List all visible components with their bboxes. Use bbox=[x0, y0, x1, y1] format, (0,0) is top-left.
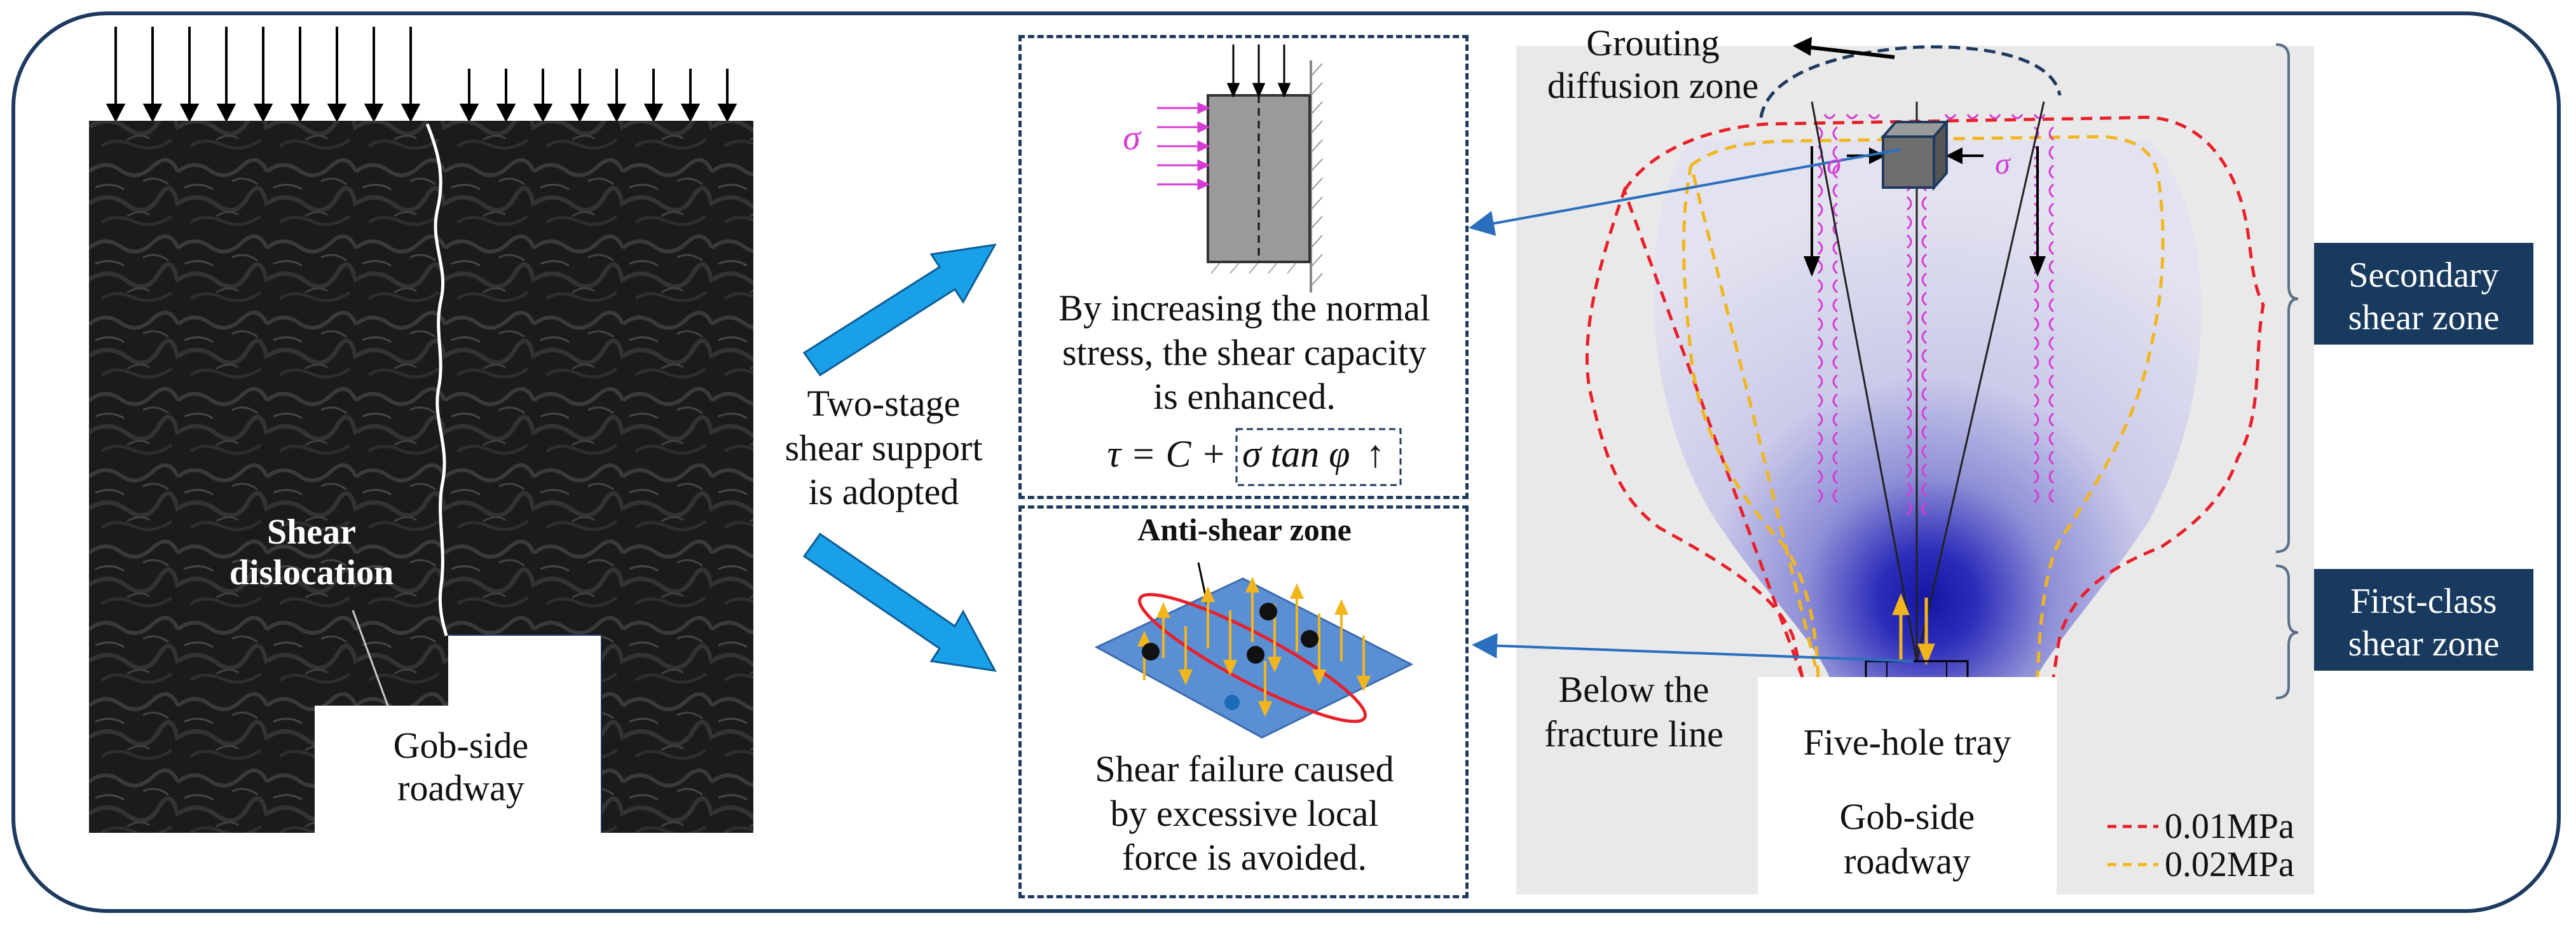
outer-frame bbox=[11, 11, 2561, 913]
left-roadway-label: Gob-side roadway bbox=[356, 725, 566, 809]
first-zone-bracket bbox=[2275, 565, 2299, 699]
right-roadway-line2: roadway bbox=[1844, 840, 1971, 882]
sigma-symbol-top: σ bbox=[1123, 118, 1141, 158]
grouting-line2: diffusion zone bbox=[1547, 64, 1759, 106]
load-arrows bbox=[106, 27, 737, 123]
grouting-line1: Grouting bbox=[1586, 22, 1720, 64]
block-top-arrows bbox=[1226, 45, 1291, 98]
grout-boundary bbox=[1759, 45, 2062, 118]
first-class-shear-zone-label: First-class shear zone bbox=[2314, 569, 2533, 671]
sigma-right-label: σ bbox=[1995, 147, 2010, 181]
shear-dislocation-label: Shear dislocation bbox=[191, 512, 432, 594]
gob-side-roadway-left bbox=[315, 706, 601, 833]
legend-label-0-02mpa: 0.02MPa bbox=[2165, 845, 2294, 884]
shear-crack bbox=[425, 123, 448, 636]
left-roadway-line1: Gob-side bbox=[393, 725, 529, 766]
contour-0-02mpa bbox=[1682, 135, 2165, 678]
fracture-line-label: Below the fracture line bbox=[1513, 668, 1755, 756]
legend-label-0-01mpa: 0.01MPa bbox=[2165, 807, 2294, 846]
leader-line bbox=[352, 610, 389, 706]
anti-shear-title: Anti-shear zone bbox=[1137, 512, 1352, 547]
five-hole-tray-label: Five-hole tray bbox=[1803, 722, 2011, 763]
formula-boxed: σ tan φ bbox=[1242, 433, 1350, 475]
normal-stress-box bbox=[1018, 35, 1469, 499]
dislocation-label: dislocation bbox=[229, 553, 394, 593]
first-line2: shear zone bbox=[2348, 624, 2500, 664]
shear-formula: τ = C + σ tan φ ↑ bbox=[1024, 432, 1469, 476]
secondary-zone-bracket bbox=[2275, 43, 2299, 553]
roadway-step bbox=[448, 636, 601, 709]
anchor-cables bbox=[1811, 101, 2045, 662]
formula-left: τ = C + bbox=[1107, 433, 1227, 475]
anchor-dots bbox=[1142, 603, 1319, 664]
formula-up-arrow: ↑ bbox=[1366, 433, 1385, 475]
right-roadway bbox=[1758, 677, 2057, 894]
first-line1: First-class bbox=[2350, 582, 2497, 621]
anti-shear-line1: Shear failure caused bbox=[1095, 748, 1394, 790]
anti-shear-force-arrows bbox=[1137, 577, 1371, 717]
big-arrow-up bbox=[802, 243, 997, 377]
big-arrow-down bbox=[802, 532, 997, 672]
normal-stress-line1: By increasing the normal bbox=[1058, 287, 1430, 329]
grout-chevrons bbox=[1817, 114, 2055, 516]
stress-bulb bbox=[1653, 140, 2202, 680]
normal-stress-line3: is enhanced. bbox=[1153, 376, 1336, 418]
left-roadway-line2: roadway bbox=[397, 767, 524, 809]
right-roadway-label: Gob-side roadway bbox=[1758, 795, 2057, 883]
sigma-left-label: σ bbox=[1826, 147, 1842, 181]
normal-stress-text: By increasing the normal stress, the she… bbox=[1020, 286, 1469, 419]
anti-shear-box bbox=[1018, 505, 1469, 898]
shear-label: Shear bbox=[267, 512, 356, 552]
fracture-line2: fracture line bbox=[1544, 713, 1723, 755]
two-stage-support-text: Two-stage shear support is adopted bbox=[763, 381, 1004, 514]
secondary-line2: shear zone bbox=[2348, 298, 2500, 338]
contour-0-01mpa bbox=[1585, 115, 2265, 678]
secondary-line1: Secondary bbox=[2348, 256, 2499, 295]
sigma-arrows bbox=[1157, 102, 1210, 191]
fracture-line1: Below the bbox=[1558, 669, 1709, 710]
normal-stress-line2: stress, the shear capacity bbox=[1062, 331, 1427, 373]
support-line2: shear support bbox=[784, 427, 983, 469]
anti-shear-text: Shear failure caused by excessive local … bbox=[1020, 747, 1469, 880]
grouting-diffusion-label: Grouting diffusion zone bbox=[1519, 22, 1786, 107]
grout-cube bbox=[1880, 118, 1950, 191]
anti-shear-line2: by excessive local bbox=[1110, 792, 1379, 834]
support-line1: Two-stage bbox=[807, 383, 961, 424]
link-arrow-top bbox=[1469, 148, 1901, 236]
link-arrow-bottom bbox=[1472, 633, 1914, 662]
secondary-shear-zone-label: Secondary shear zone bbox=[2314, 243, 2533, 345]
right-roadway-line1: Gob-side bbox=[1839, 796, 1975, 837]
support-line3: is adopted bbox=[808, 471, 959, 513]
anti-shear-line3: force is avoided. bbox=[1122, 837, 1367, 879]
